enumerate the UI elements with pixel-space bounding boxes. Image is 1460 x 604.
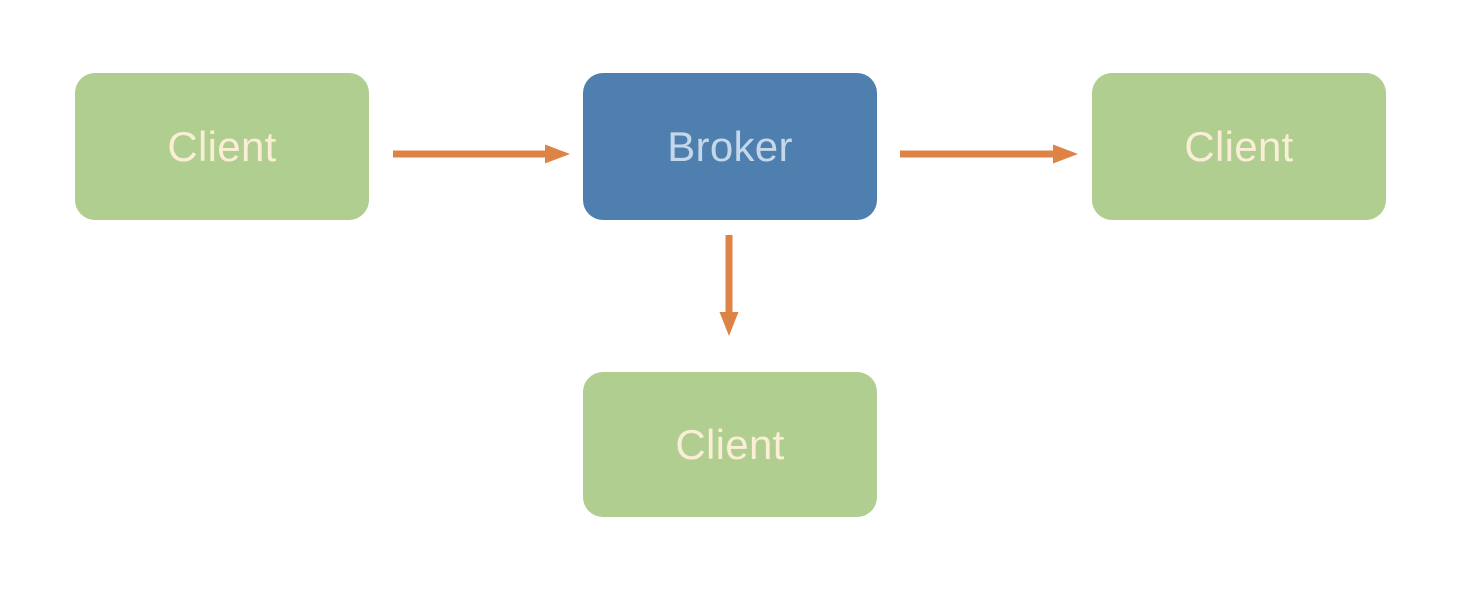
arrow-right-icon [900, 144, 1078, 164]
node-label: Client [1184, 122, 1294, 170]
node-client-left[interactable]: Client [75, 73, 369, 220]
node-label: Client [167, 122, 277, 170]
connector-broker-to-client-bottom [712, 235, 746, 336]
node-label: Client [675, 420, 785, 468]
arrow-down-icon [719, 235, 739, 336]
node-broker[interactable]: Broker [583, 73, 877, 220]
node-client-bottom[interactable]: Client [583, 372, 877, 517]
node-client-right[interactable]: Client [1092, 73, 1386, 220]
node-label: Broker [667, 122, 793, 170]
arrow-right-icon [393, 144, 570, 164]
connector-client-left-to-broker [393, 136, 570, 170]
connector-broker-to-client-right [900, 136, 1078, 170]
